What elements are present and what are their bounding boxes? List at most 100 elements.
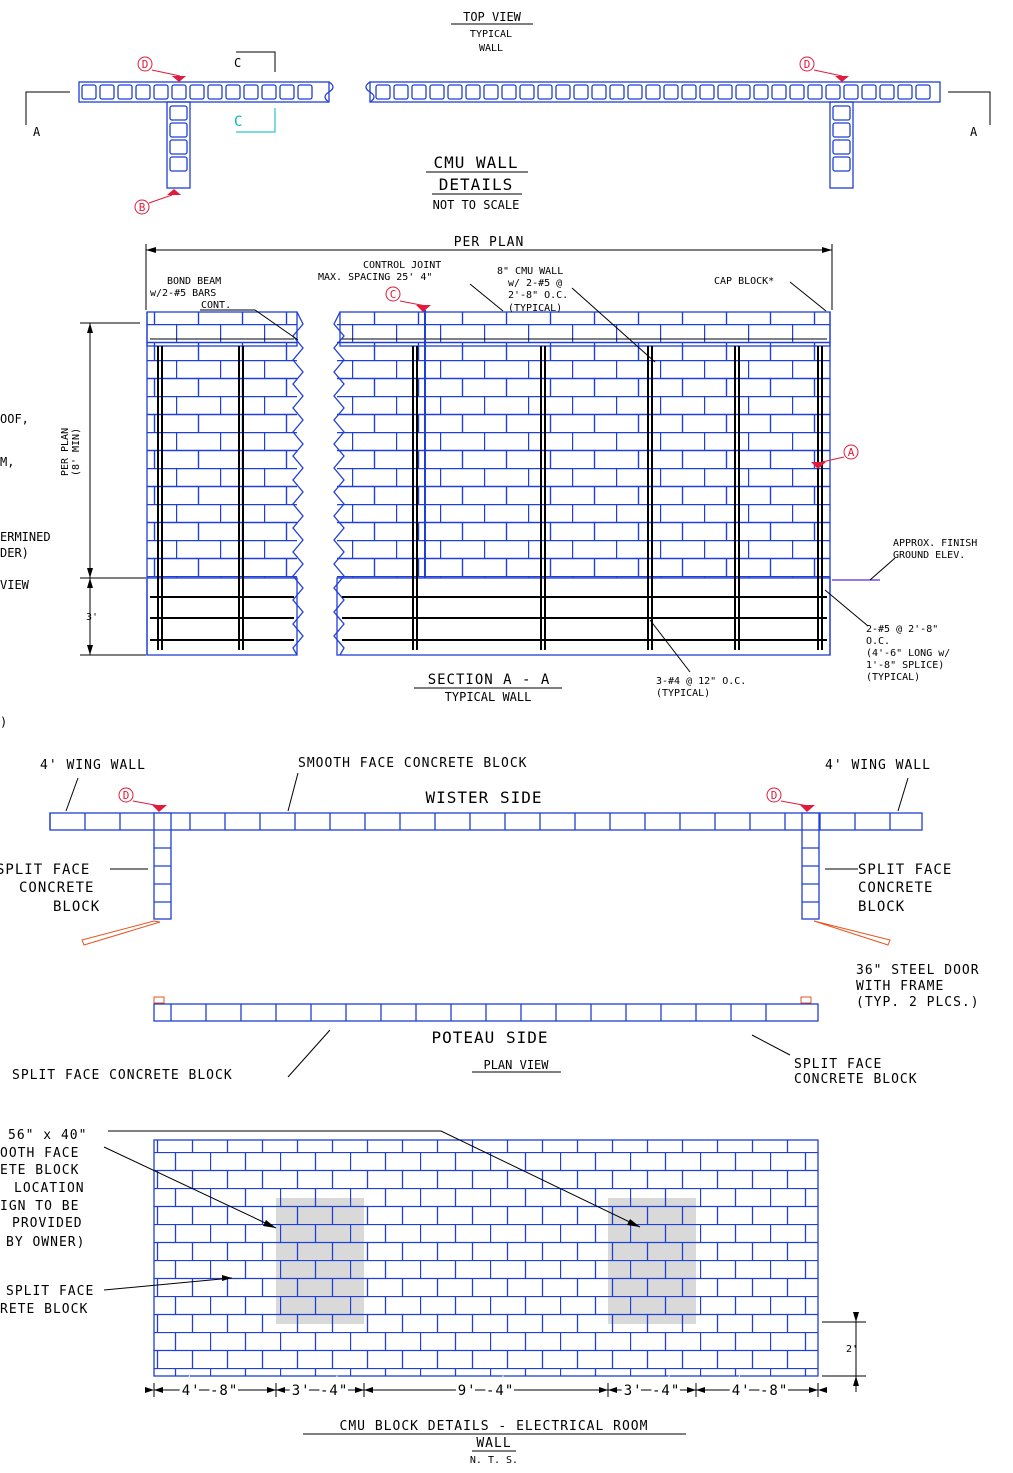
per-plan-dim: PER PLAN <box>454 235 525 250</box>
top-view-left-cells <box>81 84 313 100</box>
split-left-3: BLOCK <box>53 899 100 915</box>
dim-arrow <box>608 1387 617 1393</box>
left-note-2: M, <box>0 455 14 469</box>
rebar-note-2: O.C. <box>866 636 890 647</box>
block-cell <box>699 84 715 100</box>
tag-b: B <box>139 201 146 214</box>
block-cell <box>807 84 823 100</box>
finish-ground-2: GROUND ELEV. <box>893 550 965 561</box>
block-cell <box>897 84 913 100</box>
dim-arrow <box>809 1387 818 1393</box>
block-cell <box>771 84 787 100</box>
block-cell <box>832 105 851 121</box>
dim-arrow <box>696 1387 705 1393</box>
top-view-title: TOP VIEW <box>463 10 522 24</box>
split-bottom-left: SPLIT FACE CONCRETE BLOCK <box>12 1068 233 1083</box>
control-joint-1: CONTROL JOINT <box>363 260 441 271</box>
wing-left: 4' WING WALL <box>40 758 146 773</box>
split-note-2: RETE BLOCK <box>0 1302 88 1317</box>
left-note-6: ) <box>0 715 7 729</box>
tag-a: A <box>848 446 855 459</box>
block-cell <box>169 105 188 121</box>
block-cell <box>279 84 295 100</box>
split-right-2: CONCRETE <box>858 880 933 896</box>
dimension-ticks <box>145 1383 827 1397</box>
block-cell <box>207 84 223 100</box>
block-cell <box>843 84 859 100</box>
top-view-left-leg-cells <box>169 105 188 172</box>
cap-block: CAP BLOCK* <box>714 276 774 287</box>
left-note-3: ERMINED <box>0 530 51 544</box>
block-cell <box>225 84 241 100</box>
block-cell <box>753 84 769 100</box>
block-cell <box>243 84 259 100</box>
block-cell <box>189 84 205 100</box>
section-subtitle: TYPICAL WALL <box>445 690 532 704</box>
elev-title-3: N. T. S. <box>470 1455 518 1466</box>
dim-3: 9' -4" <box>458 1383 515 1399</box>
dim-arrow <box>599 1387 608 1393</box>
plan-tag-d-right: D <box>771 789 778 802</box>
block-cell <box>375 84 391 100</box>
bond-beam-1: BOND BEAM <box>167 276 221 287</box>
dim-arrow <box>355 1387 364 1393</box>
block-cell <box>153 84 169 100</box>
block-cell <box>135 84 151 100</box>
block-cell <box>447 84 463 100</box>
door-3: (TYP. 2 PLCS.) <box>856 995 980 1010</box>
block-cell <box>169 139 188 155</box>
block-cell <box>789 84 805 100</box>
cmu-wall-2: w/ 2-#5 @ <box>508 278 562 289</box>
cmu-title-line1: CMU WALL <box>433 153 518 172</box>
dim-arrow <box>267 1387 276 1393</box>
plan-left-leg <box>154 829 171 903</box>
dim-4: 3' -4" <box>624 1383 681 1399</box>
block-cell <box>411 84 427 100</box>
depth-label: 3' <box>86 612 98 623</box>
top-view-right-cells <box>375 84 931 100</box>
top-view: TOP VIEW TYPICAL WALL A A C C D D <box>25 10 991 215</box>
block-cell <box>832 122 851 138</box>
section-a-a: PER PLAN <box>0 235 977 729</box>
block-cell <box>735 84 751 100</box>
horiz-note-2: (TYPICAL) <box>656 688 710 699</box>
poteau-side: POTEAU SIDE <box>432 1028 549 1047</box>
block-cell <box>717 84 733 100</box>
smooth-note-5: IGN TO BE <box>0 1199 79 1214</box>
tag-d-right: D <box>804 58 811 71</box>
smooth-note-6: PROVIDED <box>12 1216 83 1231</box>
top-view-sub1: TYPICAL <box>470 29 512 40</box>
block-cell <box>519 84 535 100</box>
rebar-note-5: (TYPICAL) <box>866 672 920 683</box>
height-label-1: PER PLAN <box>60 428 71 476</box>
cmu-title-line2: DETAILS <box>439 175 513 194</box>
block-cell <box>81 84 97 100</box>
plan-right-leg <box>802 829 819 903</box>
split-right-1: SPLIT FACE <box>858 862 952 878</box>
block-cell <box>483 84 499 100</box>
block-cell <box>171 84 187 100</box>
cmu-title-line3: NOT TO SCALE <box>433 198 520 212</box>
block-cell <box>915 84 931 100</box>
split-bottom-right-2: CONCRETE BLOCK <box>794 1072 918 1087</box>
block-cell <box>609 84 625 100</box>
dim-arrow <box>145 1387 154 1393</box>
block-cell <box>501 84 517 100</box>
block-cell <box>429 84 445 100</box>
smooth-note-2: OOTH FACE <box>0 1146 79 1161</box>
top-view-sub2: WALL <box>479 43 503 54</box>
cut-a-left-label: A <box>33 125 41 139</box>
horiz-note-1: 3-#4 @ 12" O.C. <box>656 676 746 687</box>
block-cell <box>555 84 571 100</box>
electrical-room-elevation: 56" x 40" OOTH FACE ETE BLOCK LOCATION I… <box>0 1128 866 1466</box>
cut-a-right-label: A <box>970 125 978 139</box>
block-cell <box>99 84 115 100</box>
dim-arrow <box>687 1387 696 1393</box>
block-cell <box>261 84 277 100</box>
smooth-note-4: LOCATION <box>14 1181 85 1196</box>
door-1: 36" STEEL DOOR <box>856 963 980 978</box>
wister-side: WISTER SIDE <box>426 788 543 807</box>
dim-1: 4' -8" <box>182 1383 239 1399</box>
block-cell <box>169 156 188 172</box>
